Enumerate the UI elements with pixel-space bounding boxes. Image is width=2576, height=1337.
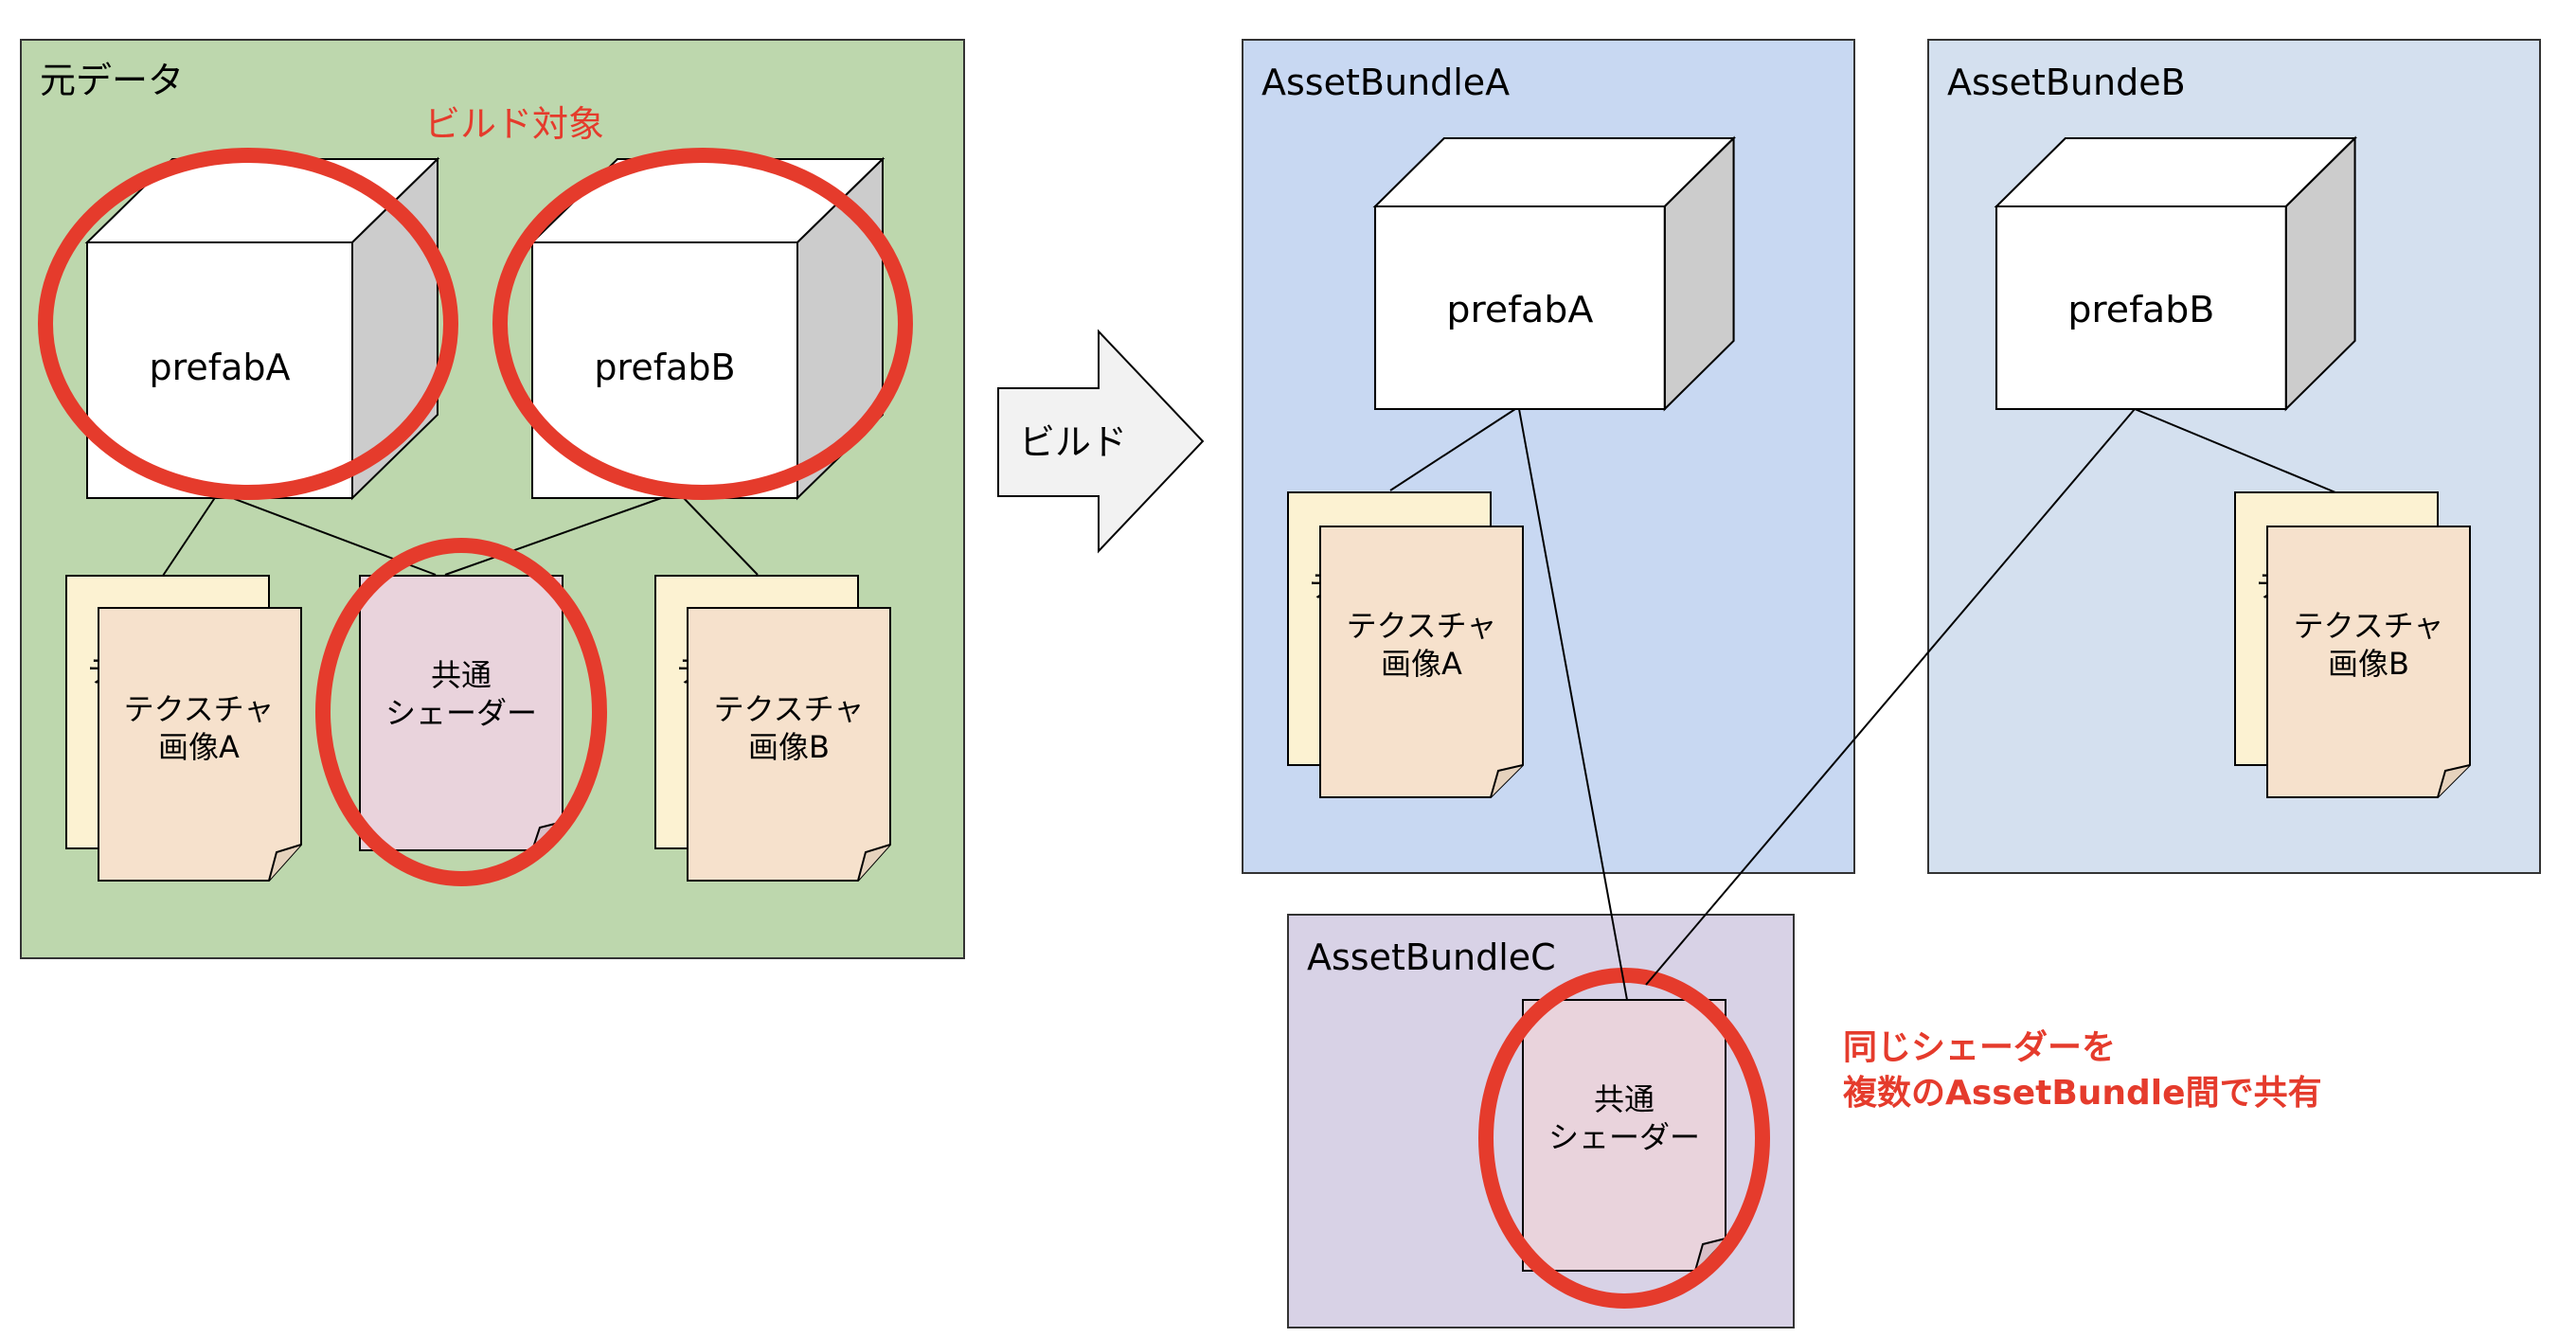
bundle-b-texture-document: テ テクスチャ 画像B — [2234, 491, 2471, 798]
shader-label-line2: シェーダー — [385, 695, 537, 731]
shared-shader-document: 共通 シェーダー — [359, 575, 564, 851]
bundle-b-prefab-cube: prefabB — [1994, 135, 2358, 412]
bundle-a-prefab-cube: prefabA — [1372, 135, 1737, 412]
note-line1: 同じシェーダーを — [1843, 1028, 2116, 1067]
bundle-b-title: AssetBundeB — [1947, 62, 2186, 103]
prefab-a-label: prefabA — [149, 347, 290, 388]
source-data-panel: 元データ ビルド対象 prefabA prefabB テ テクスチャ 画像A — [20, 39, 965, 959]
bundle-c-shader-line1: 共通 — [1594, 1081, 1655, 1117]
prefab-a-cube: prefabA — [86, 158, 438, 499]
texture-b-document: テ テクスチャ 画像B — [654, 575, 891, 882]
prefab-b-cube: prefabB — [531, 158, 884, 499]
bundle-b-texture-line2: 画像B — [2328, 646, 2409, 682]
prefab-a-highlight — [38, 148, 458, 500]
shader-highlight — [315, 538, 607, 886]
texture-b-label-line1: テクスチャ — [714, 691, 865, 727]
bundle-a-texture-document: テ テクスチャ 画像A — [1287, 491, 1524, 798]
texture-b-label-line2: 画像B — [748, 729, 830, 765]
bundle-b-prefab-label: prefabB — [2067, 290, 2214, 331]
texture-a-label-line1: テクスチャ — [124, 691, 275, 727]
bundle-c-title: AssetBundleC — [1307, 936, 1556, 978]
bundle-c-shader-highlight — [1478, 968, 1770, 1309]
build-arrow: ビルド — [997, 329, 1205, 554]
bundle-b-texture-line1: テクスチャ — [2294, 608, 2444, 644]
bundle-c-shader-line2: シェーダー — [1548, 1119, 1700, 1155]
bundle-a-texture-line2: 画像A — [1381, 646, 1462, 682]
shader-dependency-lines — [1518, 408, 2136, 1001]
bundle-c-shader-document: 共通 シェーダー — [1522, 999, 1726, 1272]
texture-a-document: テ テクスチャ 画像A — [65, 575, 302, 882]
asset-bundle-b-panel: AssetBundeB prefabB テ テクスチャ 画像B — [1927, 39, 2541, 874]
bundle-a-texture-line1: テクスチャ — [1347, 608, 1497, 644]
note-line2: 複数のAssetBundle間で共有 — [1843, 1074, 2322, 1113]
shared-shader-note: 同じシェーダーを 複数のAssetBundle間で共有 — [1843, 1028, 2322, 1113]
build-target-label: ビルド対象 — [424, 103, 604, 145]
texture-a-label-line2: 画像A — [158, 729, 240, 765]
prefab-b-label: prefabB — [594, 347, 735, 388]
shader-label-line1: 共通 — [431, 657, 492, 693]
asset-bundle-c-panel: AssetBundleC 共通 シェーダー — [1287, 914, 1795, 1328]
source-panel-title: 元データ — [40, 60, 184, 101]
asset-bundle-a-panel: AssetBundleA prefabA テ テクスチャ 画像A — [1242, 39, 1855, 874]
prefab-b-highlight — [492, 148, 913, 500]
bundle-a-prefab-label: prefabA — [1446, 290, 1593, 331]
build-arrow-label: ビルド — [1019, 421, 1127, 463]
bundle-a-title: AssetBundleA — [1261, 62, 1510, 103]
